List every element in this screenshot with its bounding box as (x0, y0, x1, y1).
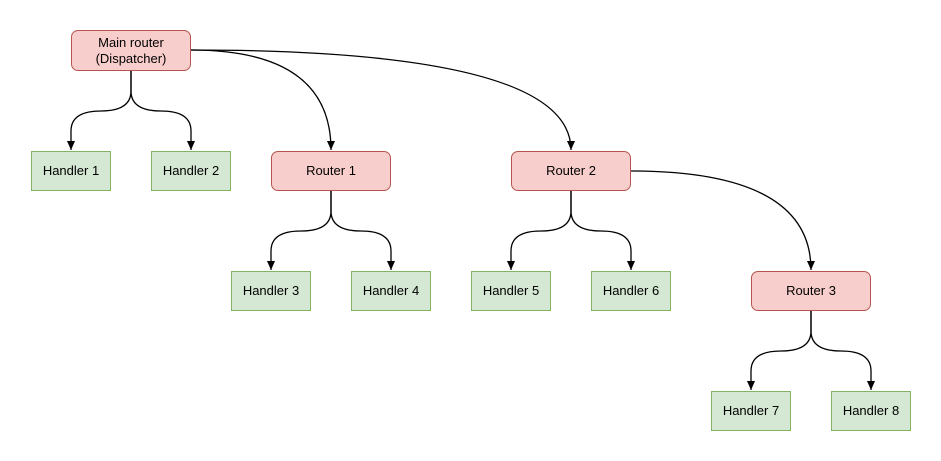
node-label: Handler 4 (362, 283, 420, 298)
edge-router-3-to-handler-7 (747, 311, 812, 390)
edge-main-router-to-router-2 (190, 49, 575, 151)
node-label: Handler 5 (482, 283, 540, 298)
node-handler-7: Handler 7 (711, 391, 791, 431)
node-router-2: Router 2 (511, 151, 631, 191)
node-handler-4: Handler 4 (351, 271, 431, 311)
node-handler-1: Handler 1 (31, 151, 111, 191)
node-main-router-dispatcher: Main router (Dispatcher) (71, 30, 191, 71)
node-label: Handler 2 (162, 163, 220, 178)
edge-main-router-to-handler-2 (130, 71, 195, 150)
node-handler-6: Handler 6 (591, 271, 671, 311)
node-handler-3: Handler 3 (231, 271, 311, 311)
node-handler-5: Handler 5 (471, 271, 551, 311)
node-label: Handler 6 (602, 283, 660, 298)
node-router-1: Router 1 (271, 151, 391, 191)
node-label: Main router (Dispatcher) (95, 34, 167, 66)
edge-router-2-to-router-3 (630, 170, 815, 271)
edge-router-2-to-handler-6 (570, 191, 635, 270)
node-router-3: Router 3 (751, 271, 871, 311)
edge-router-1-to-handler-4 (330, 191, 395, 270)
edge-main-router-to-handler-1 (67, 71, 132, 150)
node-label: Router 3 (786, 283, 836, 298)
node-label: Router 2 (546, 163, 596, 178)
node-label: Handler 7 (722, 403, 780, 418)
edge-router-2-to-handler-5 (507, 191, 572, 270)
edge-main-router-to-router-1 (190, 49, 335, 151)
edge-router-1-to-handler-3 (267, 191, 332, 270)
node-label: Handler 8 (842, 403, 900, 418)
node-handler-8: Handler 8 (831, 391, 911, 431)
node-label: Handler 1 (42, 163, 100, 178)
node-label: Handler 3 (242, 283, 300, 298)
node-handler-2: Handler 2 (151, 151, 231, 191)
node-label: Router 1 (306, 163, 356, 178)
edge-router-3-to-handler-8 (810, 311, 875, 390)
